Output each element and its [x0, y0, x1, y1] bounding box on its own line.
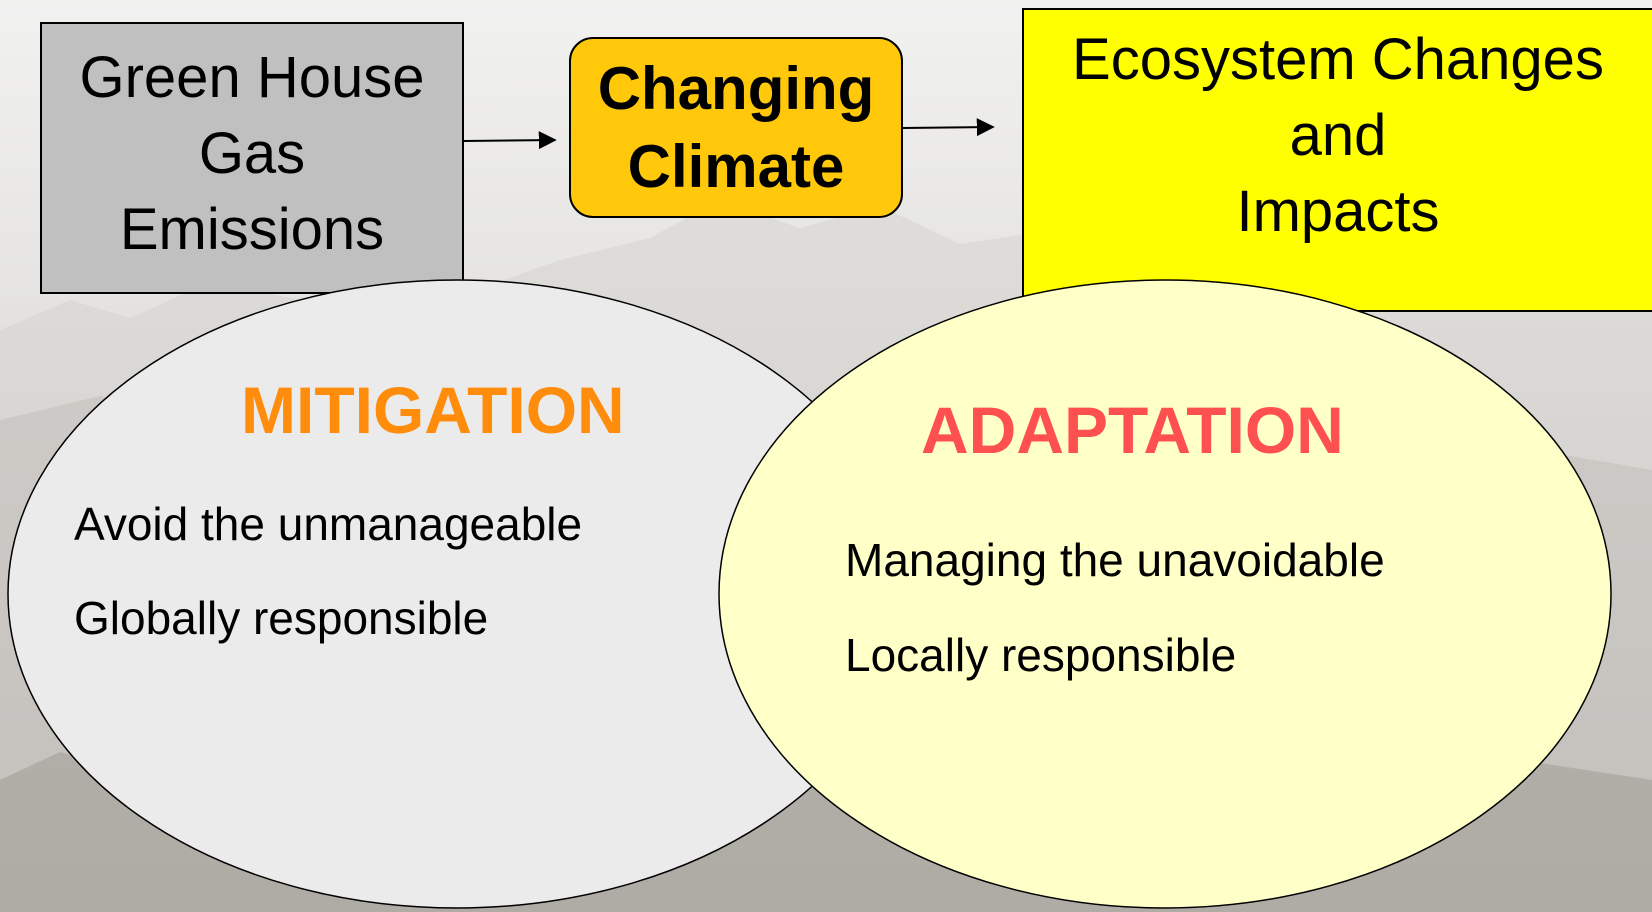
ghg-line-2: Gas — [198, 121, 306, 186]
ghg-line-3: Emissions — [119, 197, 385, 262]
arrow-ghg-to-climate — [463, 131, 557, 150]
mitigation-title: MITIGATION — [241, 373, 625, 447]
ghg-line-1: Green House — [79, 45, 425, 110]
mitigation-line-2: Globally responsible — [74, 592, 489, 644]
changing-climate-box: Changing Climate — [569, 37, 903, 218]
adaptation-line-2: Locally responsible — [845, 629, 1237, 681]
adaptation-title: ADAPTATION — [921, 393, 1344, 467]
adaptation-ellipse — [718, 279, 1612, 909]
climate-line-2: Climate — [627, 132, 845, 200]
adaptation-line-1: Managing the unavoidable — [845, 534, 1385, 586]
mitigation-line-1: Avoid the unmanageable — [74, 498, 583, 550]
eco-line-3: Impacts — [1236, 179, 1440, 244]
ecosystem-changes-box: Ecosystem Changes and Impacts — [1022, 8, 1652, 312]
eco-line-1: Ecosystem Changes — [1072, 27, 1604, 92]
arrow-climate-to-ecosystem — [902, 118, 995, 137]
greenhouse-gas-emissions-box: Green House Gas Emissions — [40, 22, 464, 294]
climate-line-1: Changing — [597, 54, 875, 122]
eco-line-2: and — [1289, 103, 1387, 168]
